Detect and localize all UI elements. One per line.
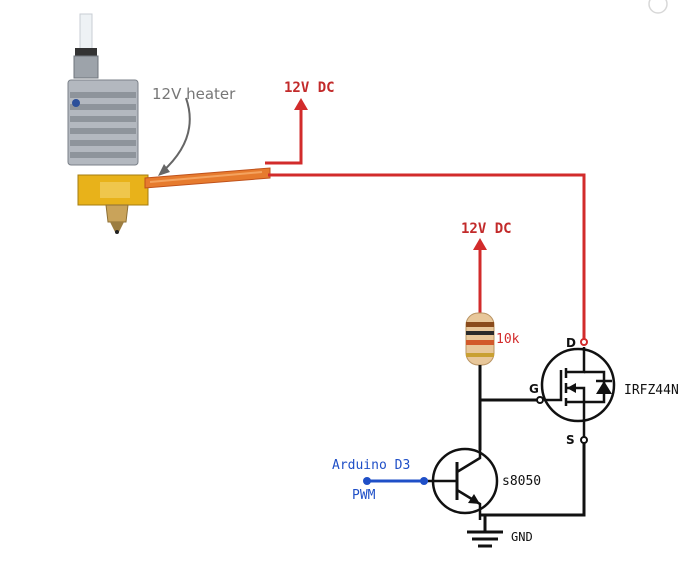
mosfet-label: IRFZ44N [624,383,679,398]
heater-label: 12V heater [152,85,236,103]
source-label: S [566,433,575,447]
top-supply-wire [265,107,303,165]
heater-leads [144,167,271,189]
top-supply-label: 12V DC [284,80,335,96]
heater-to-drain-wire [268,173,586,340]
info-icon[interactable] [648,0,668,14]
source-to-ground-wire [485,443,586,517]
mount-screw [72,99,80,107]
base-pin-dot [420,477,428,485]
mosfet-symbol [540,347,616,440]
mid-supply-label: 12V DC [461,221,512,237]
npn-transistor-symbol [428,447,499,520]
transistor-label: s8050 [502,474,541,489]
ground-symbol [467,530,503,548]
pwm-label: PWM [352,488,376,503]
emitter-to-ground-wire [480,513,487,532]
nozzle [105,204,129,223]
resistor-label: 10k [496,332,520,347]
pneumatic-fitting [75,48,97,56]
hotend-illustration [67,13,271,234]
source-pin [580,436,588,444]
drain-pin [580,338,588,346]
gate-pin [536,396,544,404]
arduino-pin-label: Arduino D3 [332,458,410,473]
top-supply-arrow [294,98,308,110]
ground-label: GND [511,530,533,544]
fitting-nut [73,55,99,79]
mid-supply-arrow [473,238,487,250]
arduino-pin-dot [363,477,371,485]
gate-label: G [529,382,539,396]
pullup-resistor [465,312,495,366]
heater-pointer-arrow [161,97,191,173]
drain-label: D [566,336,576,350]
